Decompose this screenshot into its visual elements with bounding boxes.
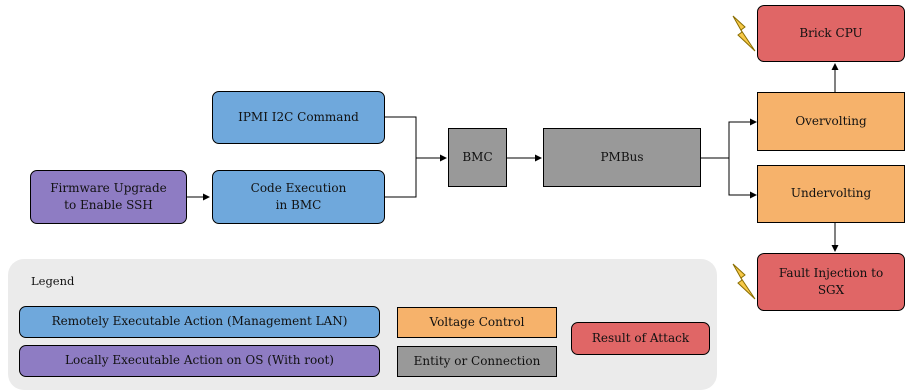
undervolting-label: Undervolting xyxy=(790,186,872,201)
legend-remote-action-label: Remotely Executable Action (Management L… xyxy=(51,314,348,329)
lightning-icon xyxy=(732,263,756,300)
legend-voltage-control-label: Voltage Control xyxy=(429,314,525,329)
legend-voltage-control: Voltage Control xyxy=(397,307,557,338)
firmware-upgrade-node: Firmware Upgrade to Enable SSH xyxy=(30,170,187,224)
fault-injection-label: Fault Injection to SGX xyxy=(778,265,884,297)
bmc-label: BMC xyxy=(462,149,493,164)
overvolting-node: Overvolting xyxy=(757,92,905,151)
overvolting-label: Overvolting xyxy=(795,113,867,128)
arrow-pmbus-to-overvolting xyxy=(701,118,757,159)
legend-entity-connection: Entity or Connection xyxy=(397,346,557,377)
lightning-icon xyxy=(732,15,756,52)
ipmi-i2c-command-node: IPMI I2C Command xyxy=(212,91,385,144)
legend-title: Legend xyxy=(31,274,75,288)
fault-injection-node: Fault Injection to SGX xyxy=(757,253,905,311)
arrow-ipmi-to-bmc xyxy=(385,116,447,162)
bmc-node: BMC xyxy=(448,128,507,187)
ipmi-i2c-command-label: IPMI I2C Command xyxy=(238,109,359,124)
undervolting-node: Undervolting xyxy=(757,165,905,223)
code-execution-node: Code Execution in BMC xyxy=(212,170,385,224)
legend-remote-action: Remotely Executable Action (Management L… xyxy=(19,306,380,338)
legend-result-of-attack: Result of Attack xyxy=(571,322,710,355)
firmware-upgrade-label: Firmware Upgrade to Enable SSH xyxy=(50,180,167,212)
brick-cpu-node: Brick CPU xyxy=(757,5,905,62)
brick-cpu-label: Brick CPU xyxy=(799,25,863,40)
legend-result-of-attack-label: Result of Attack xyxy=(591,330,690,345)
pmbus-node: PMBus xyxy=(543,128,701,187)
pmbus-label: PMBus xyxy=(600,149,644,164)
arrow-pmbus-to-undervolting xyxy=(728,158,757,199)
arrow-code-to-bmc xyxy=(385,158,417,198)
legend-entity-connection-label: Entity or Connection xyxy=(413,353,541,368)
code-execution-label: Code Execution in BMC xyxy=(250,180,347,212)
legend-local-action-label: Locally Executable Action on OS (With ro… xyxy=(65,353,334,368)
legend-local-action: Locally Executable Action on OS (With ro… xyxy=(19,345,380,377)
